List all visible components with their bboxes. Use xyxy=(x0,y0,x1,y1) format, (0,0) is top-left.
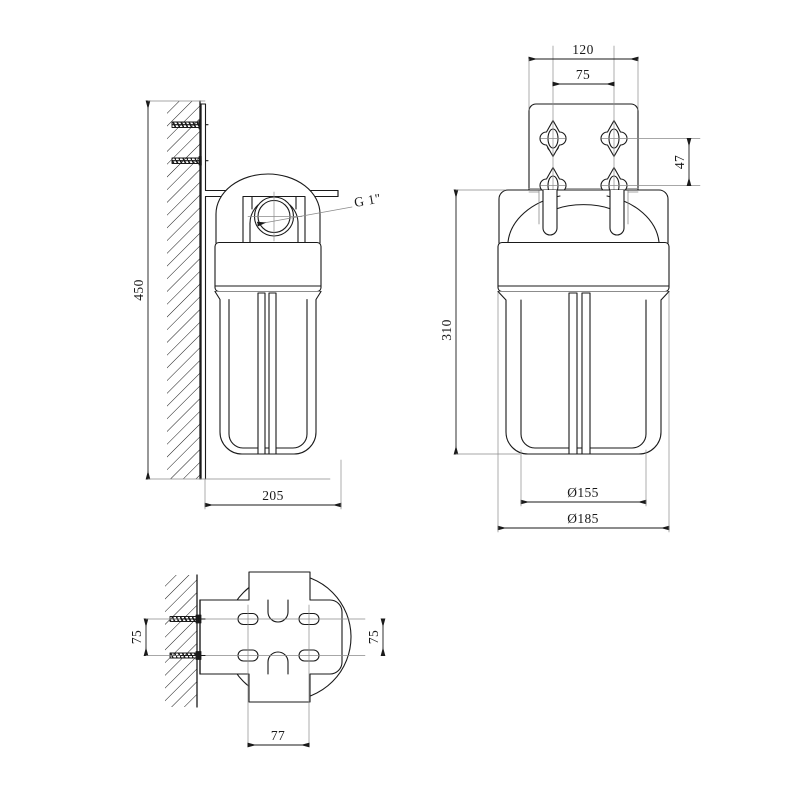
dimension-75-right-label: 75 xyxy=(366,630,381,644)
dimension-75-left: 75 xyxy=(129,618,181,657)
plan-view xyxy=(165,571,366,746)
dimension-450: 450 xyxy=(131,100,331,480)
dimension-d155: Ø155 xyxy=(520,449,647,507)
dimension-450-label: 450 xyxy=(131,279,146,300)
dimension-75-right: 75 xyxy=(366,618,386,657)
dimension-120-label: 120 xyxy=(572,42,593,57)
filter-bowl-front xyxy=(497,290,670,455)
mounting-plate-front xyxy=(528,45,701,205)
dimension-77: 77 xyxy=(247,728,310,748)
callout-thread-g1-label: G 1" xyxy=(353,190,382,209)
dimension-205: 205 xyxy=(204,459,342,510)
plan-mounting-plate xyxy=(179,571,366,746)
side-view xyxy=(167,100,339,480)
dimension-75-top-label: 75 xyxy=(576,67,590,82)
filter-bowl-side xyxy=(214,290,322,455)
dimension-d155-label: Ø155 xyxy=(567,485,599,500)
callout-thread-g1: G 1" xyxy=(256,190,382,227)
filter-head-front xyxy=(498,189,669,244)
dimension-205-label: 205 xyxy=(262,488,283,503)
dimension-d185: Ø185 xyxy=(497,291,670,533)
dimension-47-label: 47 xyxy=(672,155,687,169)
dimension-310: 310 xyxy=(439,189,521,455)
filter-head-side xyxy=(215,173,321,244)
front-view xyxy=(497,45,701,455)
dimension-75-top: 75 xyxy=(552,67,615,87)
dimension-47: 47 xyxy=(672,137,692,187)
dimension-120: 120 xyxy=(528,42,639,111)
dimension-d185-label: Ø185 xyxy=(567,511,599,526)
filter-cap-front xyxy=(497,241,670,293)
dimension-310-label: 310 xyxy=(439,319,454,340)
filter-cap-side xyxy=(214,241,322,293)
dimension-75-left-label: 75 xyxy=(129,630,144,644)
plan-wall-hatching xyxy=(165,574,198,708)
dimension-77-label: 77 xyxy=(271,728,285,743)
